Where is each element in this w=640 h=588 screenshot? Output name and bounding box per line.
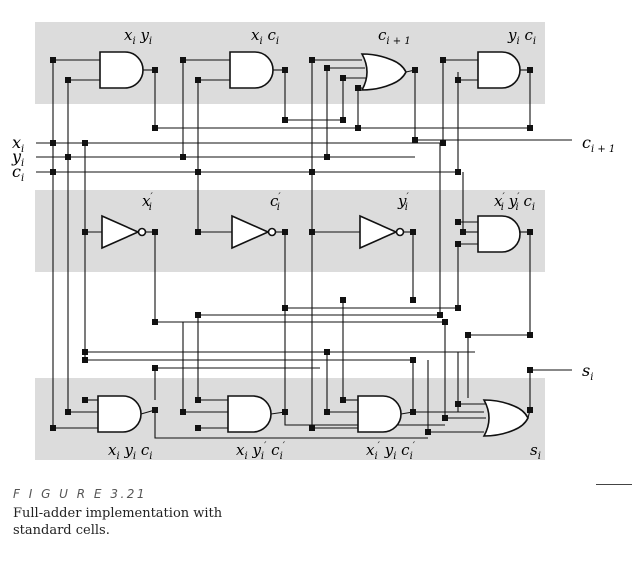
label-g1: xi yi xyxy=(124,26,152,47)
or-gate-carry xyxy=(360,53,407,91)
and-gate-yc xyxy=(477,51,521,89)
and-gate-xnyn-c xyxy=(477,215,521,253)
and-gate-xyc xyxy=(97,395,142,433)
figure-label: F I G U R E 3.21 xyxy=(13,487,148,501)
label-g4: yi ci xyxy=(507,26,536,47)
and-gate-x-yn-cn xyxy=(227,395,272,433)
label-n2: c′i xyxy=(270,192,281,213)
output-cout-label: ci + 1 xyxy=(582,133,615,155)
input-y-label: yi xyxy=(11,147,24,169)
and-gate-xn-y-cn xyxy=(357,395,402,433)
label-n3: y′i xyxy=(397,192,409,213)
label-g5: x′i y′i ci xyxy=(494,192,535,213)
label-g8: xi′ yi ci′ xyxy=(366,441,416,462)
figure-caption: Full-adder implementation with standard … xyxy=(13,506,223,538)
cell-pins xyxy=(50,57,533,435)
or-gate-sum xyxy=(482,399,529,437)
label-g2: xi ci xyxy=(251,26,279,47)
label-n1: x′i xyxy=(142,192,153,213)
full-adder-diagram: xi yi xi ci ci + 1 yi ci x′i c′i y′i x′i… xyxy=(11,22,615,462)
label-g6: xi yi ci xyxy=(108,441,153,462)
not-gate-c xyxy=(231,214,270,250)
not-gate-y xyxy=(359,214,398,250)
label-g9: si xyxy=(530,441,541,462)
output-s-label: si xyxy=(582,361,593,383)
and-gate-xy xyxy=(99,51,144,89)
not-gate-x xyxy=(101,214,140,250)
page-rule xyxy=(596,484,632,485)
label-g7: xi yi′ ci′ xyxy=(236,441,286,462)
and-gate-xc xyxy=(229,51,274,89)
